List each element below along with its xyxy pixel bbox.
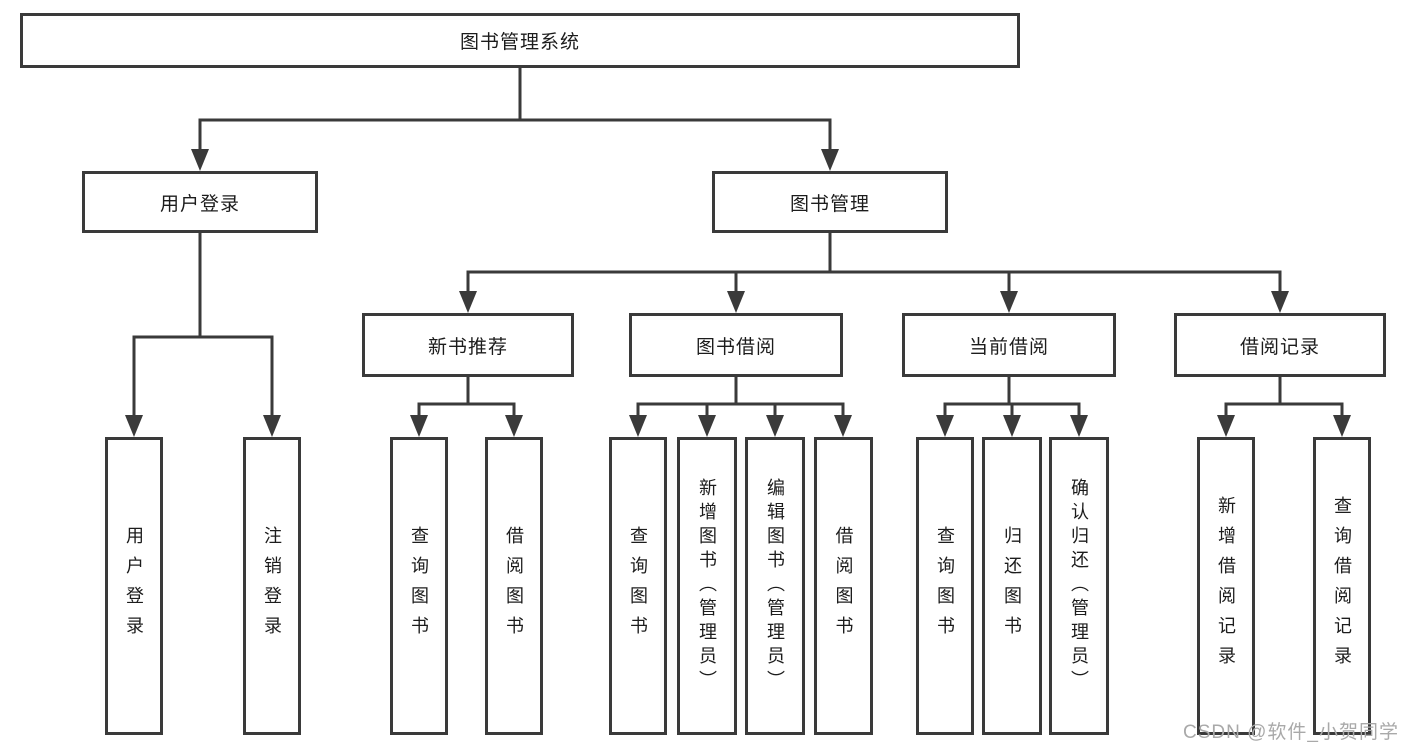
leaf-user-login: 用户登录: [105, 437, 163, 735]
leaf-edit-books-admin-label: 编辑图书（管理员）: [765, 478, 785, 694]
arrow-down-icon: [766, 415, 784, 437]
leaf-borrow-books-recommend-label: 借阅图书: [504, 526, 524, 646]
leaf-query-books-recommend: 查询图书: [390, 437, 448, 735]
leaf-query-books-current: 查询图书: [916, 437, 974, 735]
arrow-down-icon: [1070, 415, 1088, 437]
node-borrow-records: 借阅记录: [1174, 313, 1386, 377]
leaf-add-borrow-record: 新增借阅记录: [1197, 437, 1255, 735]
arrow-down-icon: [1003, 415, 1021, 437]
node-book-borrow: 图书借阅: [629, 313, 843, 377]
leaf-query-books-recommend-label: 查询图书: [409, 526, 429, 646]
node-book-management-label: 图书管理: [789, 193, 870, 215]
connector-root-to-level2: [198, 66, 832, 157]
arrow-down-icon: [263, 415, 281, 437]
arrow-down-icon: [410, 415, 428, 437]
node-current-borrow: 当前借阅: [902, 313, 1116, 377]
connector-user-login-branch: [132, 231, 274, 423]
leaf-query-borrow-record: 查询借阅记录: [1313, 437, 1371, 735]
node-new-book-recommend: 新书推荐: [362, 313, 574, 377]
arrow-down-icon: [1000, 291, 1018, 313]
node-root-label: 图书管理系统: [459, 32, 580, 53]
leaf-confirm-return-admin-label: 确认归还（管理员）: [1069, 478, 1089, 694]
arrow-down-icon: [936, 415, 954, 437]
arrow-down-icon: [1271, 291, 1289, 313]
arrow-down-icon: [698, 415, 716, 437]
node-new-book-recommend-label: 新书推荐: [427, 336, 508, 358]
arrow-down-icon: [125, 415, 143, 437]
leaf-query-books-borrow: 查询图书: [609, 437, 667, 735]
leaf-user-login-label: 用户登录: [124, 526, 144, 646]
leaf-add-books-admin-label: 新增图书（管理员）: [697, 478, 717, 694]
arrow-down-icon: [1217, 415, 1235, 437]
connector-new-book-recommend-branch: [417, 375, 516, 423]
leaf-confirm-return-admin: 确认归还（管理员）: [1049, 437, 1109, 735]
node-book-management: 图书管理: [712, 171, 948, 233]
connector-borrow-records-branch: [1224, 375, 1344, 423]
connector-book-management-branch: [466, 231, 1282, 299]
connector-book-borrow-branch: [636, 375, 845, 423]
leaf-return-books: 归还图书: [982, 437, 1042, 735]
node-user-login: 用户登录: [82, 171, 318, 233]
node-current-borrow-label: 当前借阅: [968, 336, 1049, 358]
leaf-return-books-label: 归还图书: [1002, 526, 1022, 646]
arrow-down-icon: [727, 291, 745, 313]
arrow-down-icon: [505, 415, 523, 437]
node-borrow-records-label: 借阅记录: [1239, 336, 1320, 358]
leaf-query-borrow-record-label: 查询借阅记录: [1332, 496, 1352, 676]
node-user-login-label: 用户登录: [159, 193, 240, 215]
leaf-query-books-current-label: 查询图书: [935, 526, 955, 646]
leaf-query-books-borrow-label: 查询图书: [628, 526, 648, 646]
leaf-borrow-books-recommend: 借阅图书: [485, 437, 543, 735]
leaf-borrow-books: 借阅图书: [814, 437, 873, 735]
arrow-down-icon: [459, 291, 477, 313]
leaf-add-borrow-record-label: 新增借阅记录: [1216, 496, 1236, 676]
leaf-borrow-books-label: 借阅图书: [833, 526, 854, 646]
arrow-down-icon: [1333, 415, 1351, 437]
leaf-add-books-admin: 新增图书（管理员）: [677, 437, 737, 735]
watermark: CSDN @软件_小贺同学: [1183, 722, 1399, 743]
arrow-down-icon: [834, 415, 852, 437]
leaf-edit-books-admin: 编辑图书（管理员）: [745, 437, 805, 735]
node-book-borrow-label: 图书借阅: [695, 336, 776, 358]
node-root: 图书管理系统: [20, 13, 1020, 68]
connector-current-borrow-branch: [943, 375, 1081, 423]
leaf-logout-label: 注销登录: [262, 526, 282, 646]
arrow-down-icon: [191, 149, 209, 171]
arrow-down-icon: [629, 415, 647, 437]
leaf-logout: 注销登录: [243, 437, 301, 735]
arrow-down-icon: [821, 149, 839, 171]
